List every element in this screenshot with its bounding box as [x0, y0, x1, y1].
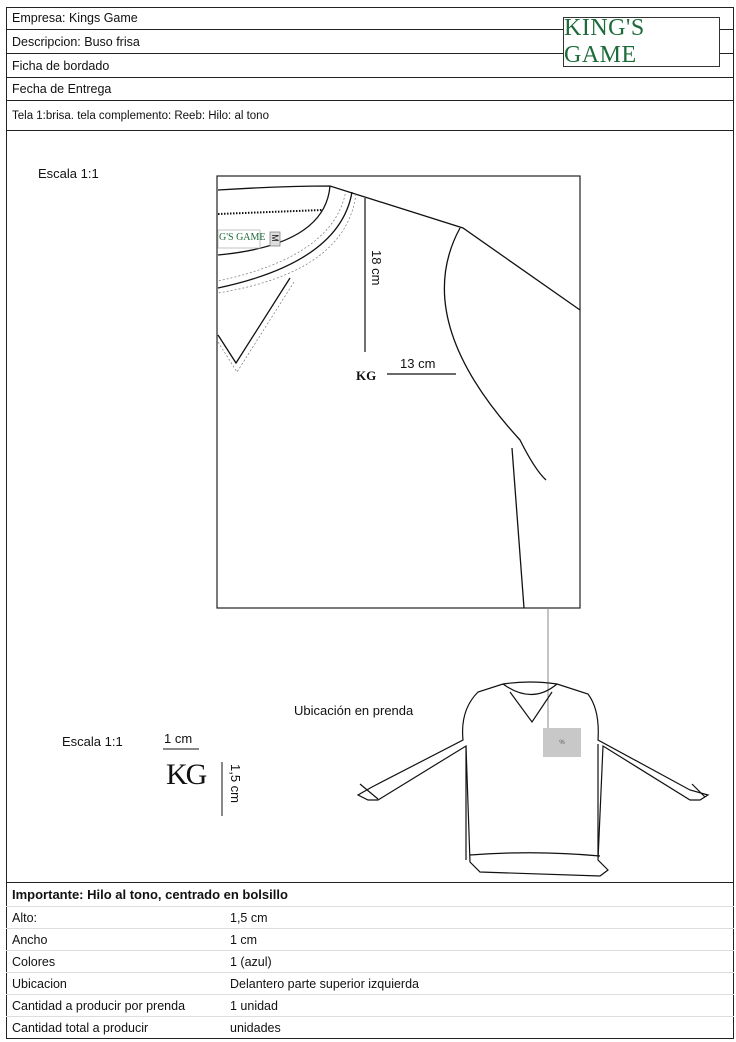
table-row: Cantidad a producir por prenda 1 unidad: [6, 994, 734, 1016]
table-row: Alto: 1,5 cm: [6, 906, 734, 928]
document-frame: [6, 7, 734, 1039]
fecha-text: Fecha de Entrega: [12, 82, 112, 96]
kings-game-logo: KING'S GAME: [563, 15, 720, 68]
neck-label-brand: G'S GAME: [219, 232, 266, 243]
descripcion-row: Descripcion: Buso frisa: [6, 30, 734, 54]
table-row: Cantidad total a producir unidades: [6, 1016, 734, 1038]
spec-kg-mark: KG: [166, 758, 207, 791]
row-key: Ubicacion: [12, 976, 67, 991]
row-key: Alto:: [12, 910, 38, 925]
table-row: Colores 1 (azul): [6, 950, 734, 972]
detail-scale-label: Escala 1:1: [38, 166, 99, 181]
row-key: Colores: [12, 954, 56, 969]
row-value: 1 cm: [230, 932, 258, 947]
spec-width-label: 1 cm: [164, 731, 193, 746]
sweater-drawing: [356, 681, 710, 877]
row-key: Cantidad a producir por prenda: [12, 998, 186, 1013]
descripcion-text: Descripcion: Buso frisa: [12, 34, 140, 49]
ficha-text: Ficha de bordado: [12, 58, 110, 73]
placement-box: %: [543, 728, 581, 757]
detail-kg-mark: KG: [356, 368, 377, 383]
row-key: Cantidad total a producir: [12, 1020, 149, 1035]
row-value: 1 (azul): [230, 954, 272, 969]
row-value: unidades: [230, 1020, 281, 1035]
tela-row: Tela 1:brisa. tela complemento: Reeb: Hi…: [6, 101, 734, 131]
row-value: 1 unidad: [230, 998, 278, 1013]
spec-dimension-lines: [163, 748, 223, 816]
fecha-row: Fecha de Entrega: [6, 78, 734, 101]
tela-text: Tela 1:brisa. tela complemento: Reeb: Hi…: [12, 109, 269, 122]
row-key: Ancho: [12, 932, 48, 947]
table-title: Importante: Hilo al tono, centrado en bo…: [12, 887, 288, 902]
table-title-row: Importante: Hilo al tono, centrado en bo…: [6, 882, 734, 906]
empresa-row: Empresa: Kings Game: [6, 7, 734, 30]
detail-drawing: [216, 175, 581, 738]
table-row: Ubicacion Delantero parte superior izquie…: [6, 972, 734, 994]
spec-scale-label: Escala 1:1: [62, 734, 123, 749]
logo-text: KING'S GAME: [564, 15, 645, 68]
ficha-row: Ficha de bordado: [6, 54, 734, 78]
row-value: Delantero parte superior izquierda: [230, 976, 419, 991]
table-row: Ancho 1 cm: [6, 928, 734, 950]
empresa-text: Empresa: Kings Game: [12, 11, 138, 25]
placement-label: Ubicación en prenda: [294, 703, 414, 718]
placement-box-mark: %: [559, 739, 565, 746]
row-value: 1,5 cm: [230, 910, 268, 925]
horizontal-measure-label: 13 cm: [400, 356, 436, 371]
